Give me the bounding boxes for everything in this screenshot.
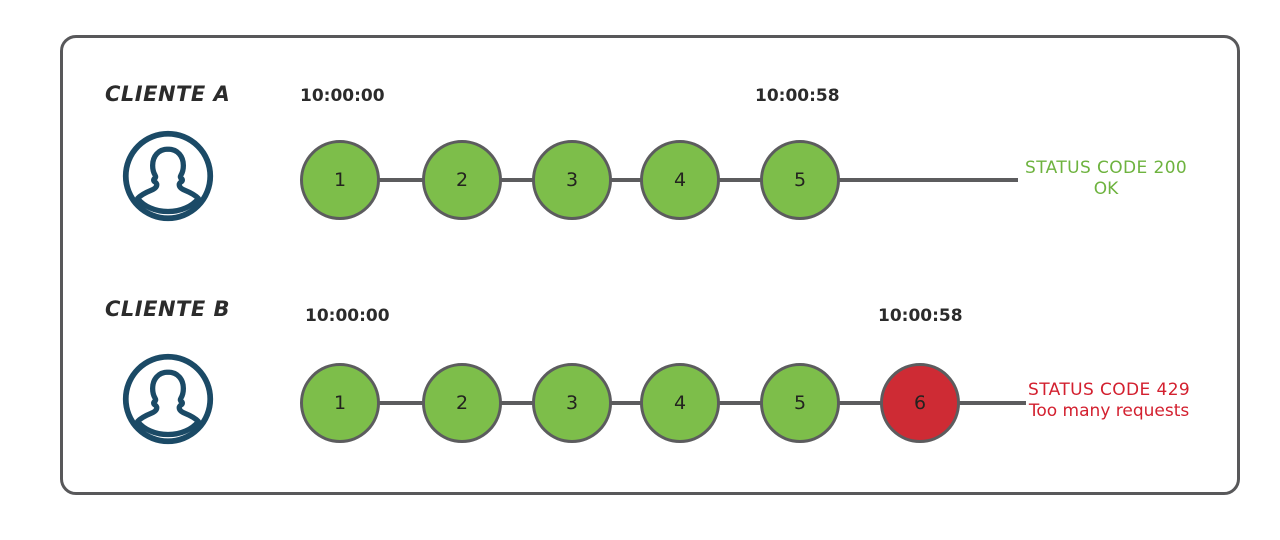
- timestamp-end-b: 10:00:58: [878, 306, 963, 326]
- status-message-a: STATUS CODE 200 OK: [1025, 158, 1187, 199]
- timestamp-start-a: 10:00:00: [300, 86, 385, 106]
- request-node-label: 4: [673, 169, 687, 191]
- user-avatar-icon: [120, 128, 216, 224]
- request-node[interactable]: 5: [760, 363, 840, 443]
- request-node[interactable]: 2: [422, 140, 502, 220]
- user-avatar-icon: [120, 351, 216, 447]
- request-node[interactable]: 4: [640, 363, 720, 443]
- request-node[interactable]: 2: [422, 363, 502, 443]
- chain-link: [706, 178, 804, 182]
- timestamp-start-b: 10:00:00: [305, 306, 390, 326]
- chain-link: [706, 401, 804, 405]
- request-node[interactable]: 1: [300, 140, 380, 220]
- chain-link: [836, 401, 886, 405]
- status-message-b: STATUS CODE 429 Too many requests: [1028, 380, 1190, 421]
- timestamp-end-a: 10:00:58: [755, 86, 840, 106]
- request-node-label: 5: [793, 392, 807, 414]
- request-node-label: 2: [455, 169, 469, 191]
- request-node-blocked[interactable]: 6: [880, 363, 960, 443]
- request-node[interactable]: 4: [640, 140, 720, 220]
- client-label-a: CLIENTE A: [105, 82, 231, 106]
- status-text-a: OK: [1093, 178, 1119, 199]
- request-node-label: 1: [333, 169, 347, 191]
- client-label-b: CLIENTE B: [105, 297, 231, 321]
- request-node-label: 1: [333, 392, 347, 414]
- chain-link-trailing: [958, 401, 1026, 405]
- request-node[interactable]: 3: [532, 363, 612, 443]
- status-code-a: STATUS CODE 200: [1025, 158, 1188, 178]
- status-text-b: Too many requests: [1028, 400, 1190, 421]
- request-node-label: 5: [793, 169, 807, 191]
- request-node[interactable]: 5: [760, 140, 840, 220]
- request-node-label: 4: [673, 392, 687, 414]
- request-node[interactable]: 1: [300, 363, 380, 443]
- request-node[interactable]: 3: [532, 140, 612, 220]
- request-node-label: 3: [565, 392, 579, 414]
- request-node-label: 3: [565, 169, 579, 191]
- status-code-b: STATUS CODE 429: [1028, 380, 1191, 400]
- request-node-label: 2: [455, 392, 469, 414]
- request-node-label: 6: [913, 392, 927, 414]
- chain-link-trailing: [836, 178, 1018, 182]
